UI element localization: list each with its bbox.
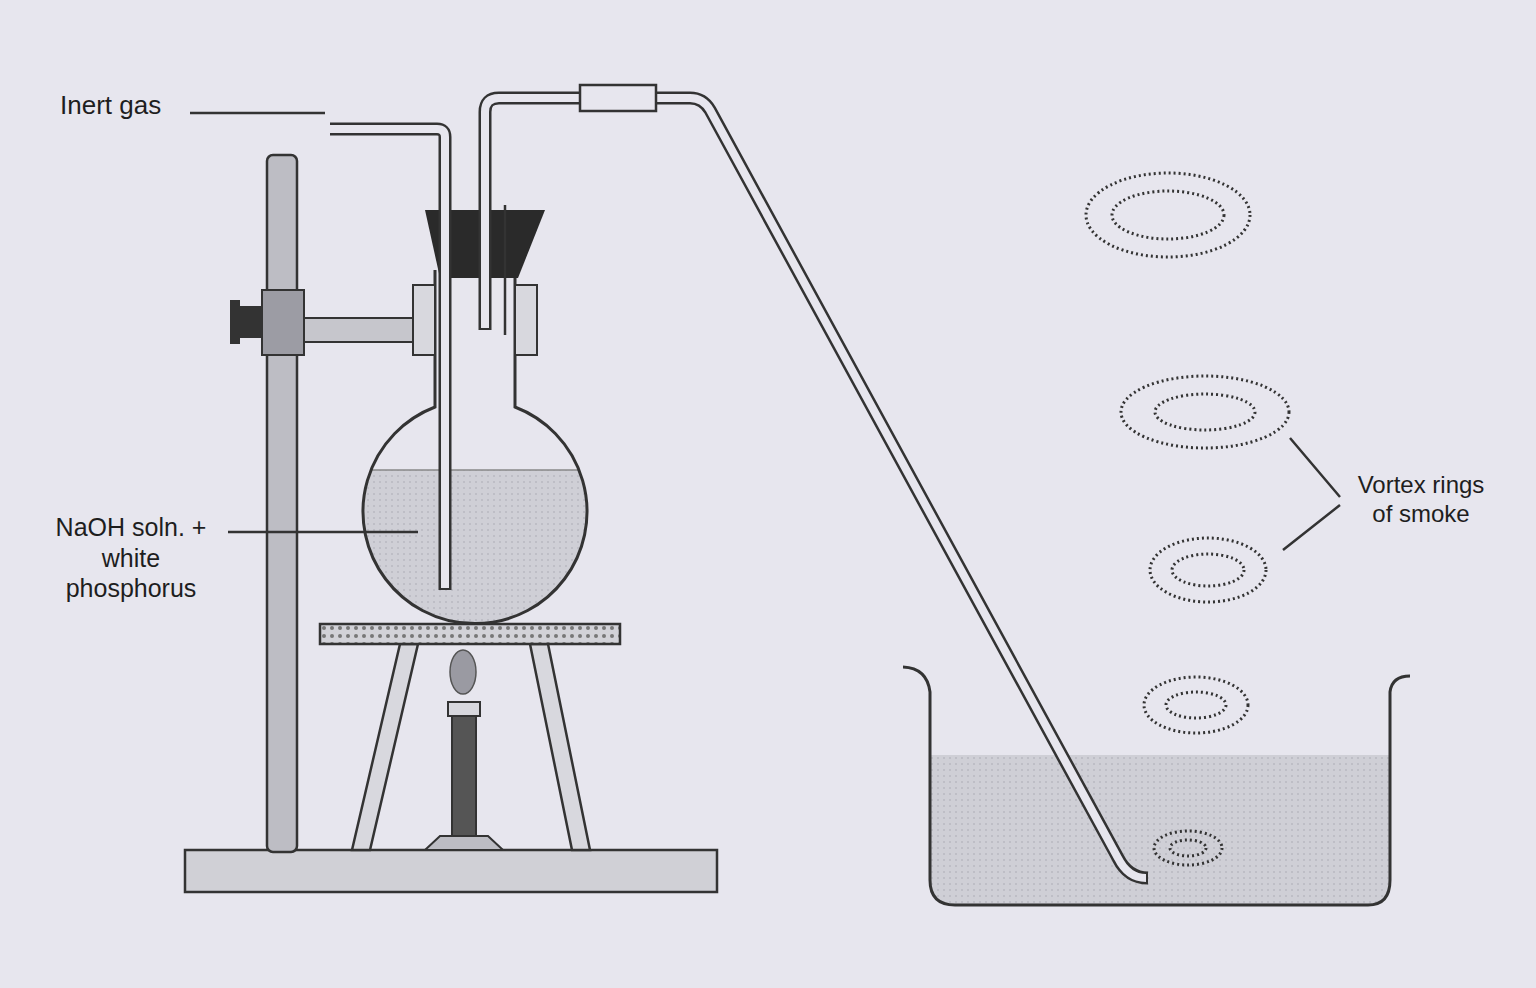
rubber-connector (580, 85, 656, 111)
vortex-ring (1150, 538, 1266, 602)
burner-flame (450, 650, 476, 694)
delivery-tube (485, 98, 1148, 878)
liquid-surface (366, 469, 584, 471)
part-label: Inert gas (60, 90, 185, 122)
inlet-tube-bore (330, 129, 445, 588)
leader-line (228, 531, 418, 534)
clamp-jaw (515, 285, 537, 355)
round-bottom-flask (363, 270, 587, 624)
clamp-screw (238, 306, 262, 338)
burner-collar (448, 702, 480, 716)
inlet-tube (330, 129, 445, 590)
water (931, 755, 1389, 904)
vortex-ring (1154, 831, 1222, 865)
vortex-ring (1112, 191, 1224, 239)
tripod-leg (352, 644, 418, 850)
bracket-lines (1283, 438, 1340, 550)
vortex-ring (1172, 554, 1244, 586)
vortex-ring (1121, 376, 1289, 448)
vortex-ring (1144, 677, 1248, 733)
leader-line (190, 112, 325, 115)
part-label: NaOH soln. + white phosphorus (40, 512, 222, 604)
wire-gauze (320, 624, 620, 644)
burner-barrel (452, 704, 476, 840)
vortex-ring (1155, 394, 1255, 430)
vortex-ring (1166, 692, 1226, 718)
clamp-knob (230, 300, 240, 344)
delivery-tube-bore (485, 98, 1146, 878)
stand-rod (267, 155, 297, 852)
stand-base (185, 850, 717, 892)
vortex-ring (1086, 173, 1250, 257)
clamp-arm (304, 318, 414, 342)
glass-tube (504, 205, 507, 335)
water-trough (903, 667, 1410, 905)
clamp-boss (262, 290, 304, 355)
part-label: Vortex rings of smoke (1346, 470, 1496, 529)
burner-base (425, 836, 503, 850)
tripod-leg (530, 644, 590, 850)
clamp-jaw (413, 285, 435, 355)
vortex-ring (1170, 840, 1206, 856)
